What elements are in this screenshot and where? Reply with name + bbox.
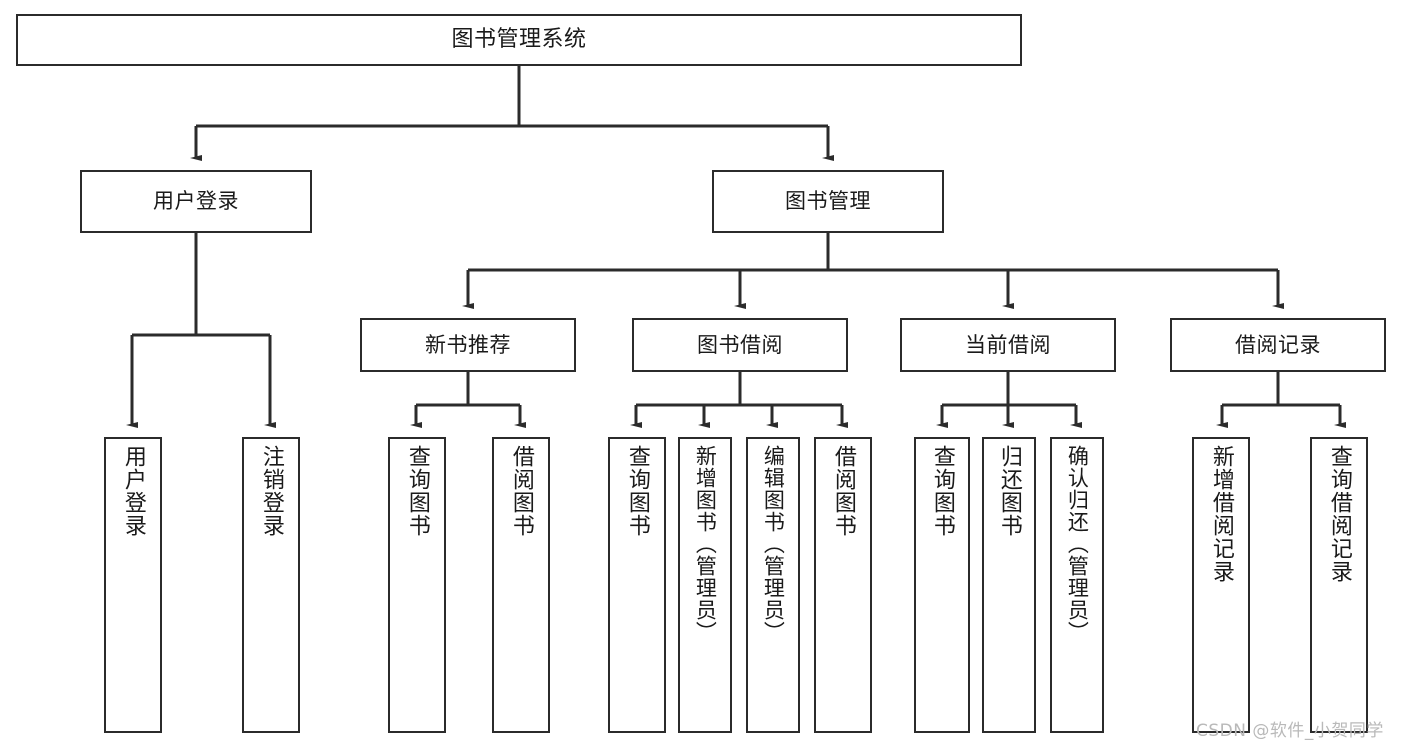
node-book-borrow[interactable]: 图书借阅 <box>632 318 848 372</box>
node-label: 当前借阅 <box>965 332 1051 357</box>
leaf-borrow-add-book-admin[interactable]: 新增图书（管理员） <box>678 437 732 733</box>
node-label: 用户登录 <box>153 189 239 214</box>
node-label: 新增借阅记录 <box>1208 445 1234 583</box>
leaf-borrow-borrow-book[interactable]: 借阅图书 <box>814 437 872 733</box>
leaf-record-add-record[interactable]: 新增借阅记录 <box>1192 437 1250 733</box>
node-label: 新书推荐 <box>425 332 511 357</box>
leaf-current-confirm-return-admin[interactable]: 确认归还（管理员） <box>1050 437 1104 733</box>
node-label: 确认归还（管理员） <box>1065 445 1090 643</box>
node-label: 用户登录 <box>120 445 146 537</box>
leaf-recommend-borrow-book[interactable]: 借阅图书 <box>492 437 550 733</box>
leaf-record-query-record[interactable]: 查询借阅记录 <box>1310 437 1368 733</box>
leaf-borrow-query-book[interactable]: 查询图书 <box>608 437 666 733</box>
node-label: 图书管理系统 <box>451 27 587 53</box>
leaf-recommend-query-book[interactable]: 查询图书 <box>388 437 446 733</box>
node-borrow-record[interactable]: 借阅记录 <box>1170 318 1386 372</box>
node-label: 图书借阅 <box>697 332 783 357</box>
node-label: 借阅图书 <box>830 445 856 537</box>
node-new-book-recommend[interactable]: 新书推荐 <box>360 318 576 372</box>
node-label: 图书管理 <box>785 189 871 214</box>
node-root-system[interactable]: 图书管理系统 <box>16 14 1022 66</box>
leaf-current-return-book[interactable]: 归还图书 <box>982 437 1036 733</box>
node-label: 查询图书 <box>404 445 430 537</box>
node-label: 编辑图书（管理员） <box>761 445 786 643</box>
node-current-borrow[interactable]: 当前借阅 <box>900 318 1116 372</box>
node-label: 查询借阅记录 <box>1326 445 1352 583</box>
leaf-user-login-logout[interactable]: 注销登录 <box>242 437 300 733</box>
node-label: 借阅记录 <box>1235 332 1321 357</box>
node-label: 新增图书（管理员） <box>693 445 718 643</box>
leaf-borrow-edit-book-admin[interactable]: 编辑图书（管理员） <box>746 437 800 733</box>
node-label: 查询图书 <box>929 445 955 537</box>
node-label: 注销登录 <box>258 445 284 537</box>
csdn-watermark: CSDN @软件_小贺同学 <box>1196 721 1384 741</box>
node-label: 查询图书 <box>624 445 650 537</box>
node-label: 借阅图书 <box>508 445 534 537</box>
leaf-current-query-book[interactable]: 查询图书 <box>914 437 970 733</box>
node-label: 归还图书 <box>996 445 1022 537</box>
node-user-login[interactable]: 用户登录 <box>80 170 312 233</box>
node-book-management[interactable]: 图书管理 <box>712 170 944 233</box>
leaf-user-login-login[interactable]: 用户登录 <box>104 437 162 733</box>
